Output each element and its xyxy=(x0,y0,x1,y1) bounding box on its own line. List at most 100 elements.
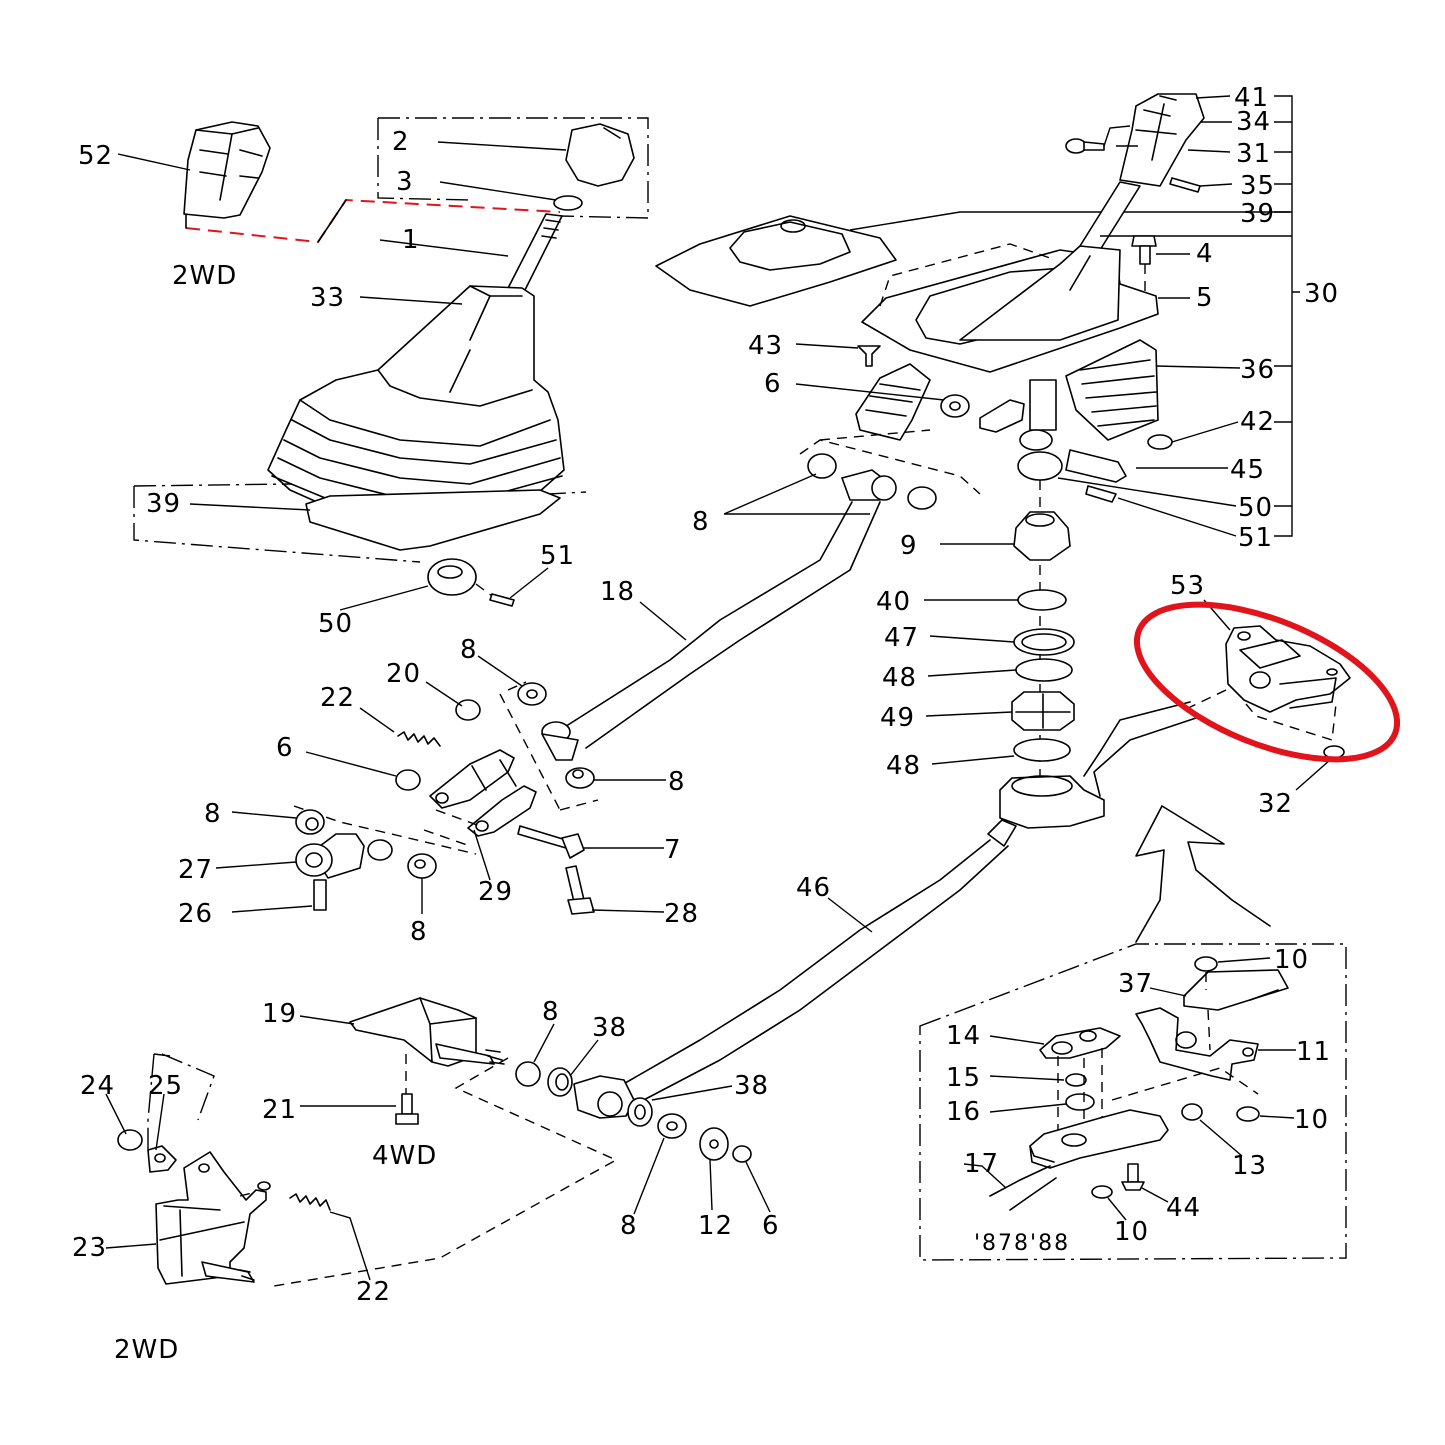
callout-30: 30 xyxy=(1304,279,1339,309)
callout-50-right: 50 xyxy=(1238,493,1273,523)
pivot-ball-part-50 xyxy=(427,558,477,596)
callout-24: 24 xyxy=(80,1071,115,1101)
nut-part-10-bottom xyxy=(1091,1185,1113,1199)
joint-part-27 xyxy=(295,833,393,879)
callout-4: 4 xyxy=(1196,239,1214,269)
callout-39-right: 39 xyxy=(1240,199,1275,229)
callout-44: 44 xyxy=(1166,1193,1201,1223)
callout-20: 20 xyxy=(386,659,421,689)
callout-53: 53 xyxy=(1170,571,1205,601)
callout-29: 29 xyxy=(478,877,513,907)
callout-38-upper: 38 xyxy=(592,1013,627,1043)
pin-part-45 xyxy=(1065,449,1127,483)
callout-52: 52 xyxy=(78,141,113,171)
shift-rod-part-18 xyxy=(559,501,881,749)
callout-38-lower: 38 xyxy=(734,1071,769,1101)
washer-part-25 xyxy=(147,1145,177,1173)
callout-40: 40 xyxy=(876,587,911,617)
callout-2: 2 xyxy=(392,127,410,157)
washer-part-12 xyxy=(699,1127,729,1161)
shift-knob-2wd-part-52 xyxy=(183,121,271,219)
callout-45: 45 xyxy=(1230,455,1265,485)
callout-15: 15 xyxy=(946,1063,981,1093)
callout-8-bottom-right: 8 xyxy=(620,1211,638,1241)
callout-50-left: 50 xyxy=(318,609,353,639)
callout-43: 43 xyxy=(748,331,783,361)
dust-cover-part-9 xyxy=(1013,511,1071,561)
drawing-code: '878'88 xyxy=(974,1231,1070,1256)
callout-28: 28 xyxy=(664,899,699,929)
callout-14: 14 xyxy=(946,1021,981,1051)
label-4wd: 4WD xyxy=(372,1141,437,1171)
bushing-part-49 xyxy=(1011,691,1075,731)
gasket-part-39 xyxy=(305,489,561,551)
callout-39-left: 39 xyxy=(146,489,181,519)
rod-end-part-18 xyxy=(541,721,579,761)
spring-part-22-upper xyxy=(397,731,441,747)
callout-6-top: 6 xyxy=(764,369,782,399)
bushing-part-8-bottom xyxy=(515,1061,541,1087)
callout-8-mid-b: 8 xyxy=(668,767,686,797)
rubber-boot-part-36 xyxy=(855,339,1159,441)
bolt-part-28 xyxy=(565,865,595,915)
plate-part-14 xyxy=(1039,1027,1121,1059)
callout-25: 25 xyxy=(148,1071,183,1101)
callout-22-upper: 22 xyxy=(320,683,355,713)
callout-8-lower-left: 8 xyxy=(204,799,222,829)
callout-13: 13 xyxy=(1232,1151,1267,1181)
callout-7: 7 xyxy=(664,835,682,865)
callout-12: 12 xyxy=(698,1211,733,1241)
bolt-part-21 xyxy=(395,1093,419,1125)
label-2wd-bottom: 2WD xyxy=(114,1335,179,1365)
bushing-part-8-top xyxy=(807,453,937,510)
spring-part-22-lower xyxy=(289,1193,331,1211)
key-part xyxy=(1065,125,1138,154)
bolt-part-44 xyxy=(1121,1163,1145,1191)
callout-41: 41 xyxy=(1234,83,1269,113)
callout-33: 33 xyxy=(310,283,345,313)
o-ring-part-40 xyxy=(1017,589,1067,611)
callout-21: 21 xyxy=(262,1095,297,1125)
washer-part-38-lower xyxy=(627,1097,653,1127)
callout-22-lower: 22 xyxy=(356,1277,391,1307)
callout-6-mid: 6 xyxy=(276,733,294,763)
snap-ring-part-47 xyxy=(1013,628,1075,656)
pin-part-35 xyxy=(1169,177,1201,193)
washer-part-48-lower xyxy=(1013,738,1071,762)
callout-46: 46 xyxy=(796,873,831,903)
washer-part-38-upper xyxy=(547,1067,573,1097)
callout-31: 31 xyxy=(1236,139,1271,169)
washer-part-8-bottom-right xyxy=(657,1113,687,1139)
cable-end-bushing xyxy=(573,1075,635,1119)
callout-8-bottom: 8 xyxy=(542,997,560,1027)
callout-32: 32 xyxy=(1258,789,1293,819)
callout-26: 26 xyxy=(178,899,213,929)
lever-housing-part-5 xyxy=(861,245,1159,373)
callout-49: 49 xyxy=(880,703,915,733)
highlight-circle-part-53 xyxy=(1133,601,1401,763)
bracket-part-23 xyxy=(155,1151,271,1285)
callout-18: 18 xyxy=(600,577,635,607)
callout-10-bottom: 10 xyxy=(1114,1217,1149,1247)
shift-knob-part-2 xyxy=(565,123,635,187)
detail-inset-box xyxy=(919,943,1347,1261)
nut-part-24 xyxy=(117,1129,143,1151)
callout-11: 11 xyxy=(1296,1037,1331,1067)
pin-part-26 xyxy=(313,879,327,911)
nut-part-10-top xyxy=(1194,956,1218,972)
callout-3: 3 xyxy=(396,167,414,197)
nut-part-6-top xyxy=(940,394,970,418)
callout-48-upper: 48 xyxy=(882,663,917,693)
bracket-part-19 xyxy=(349,997,505,1067)
pin-part-51-left xyxy=(489,593,515,607)
bushing-part-8-lower-mid xyxy=(407,853,437,879)
callout-19: 19 xyxy=(262,999,297,1029)
callout-47: 47 xyxy=(884,623,919,653)
assembly-bracket-30 xyxy=(1100,95,1300,537)
callout-36: 36 xyxy=(1240,355,1275,385)
callout-8-lower-mid: 8 xyxy=(410,917,428,947)
bracket-part-11 xyxy=(1135,1007,1259,1081)
nut-part-10-right xyxy=(1236,1106,1260,1122)
callout-8-top: 8 xyxy=(692,507,710,537)
bolt-part-4 xyxy=(1131,235,1157,265)
